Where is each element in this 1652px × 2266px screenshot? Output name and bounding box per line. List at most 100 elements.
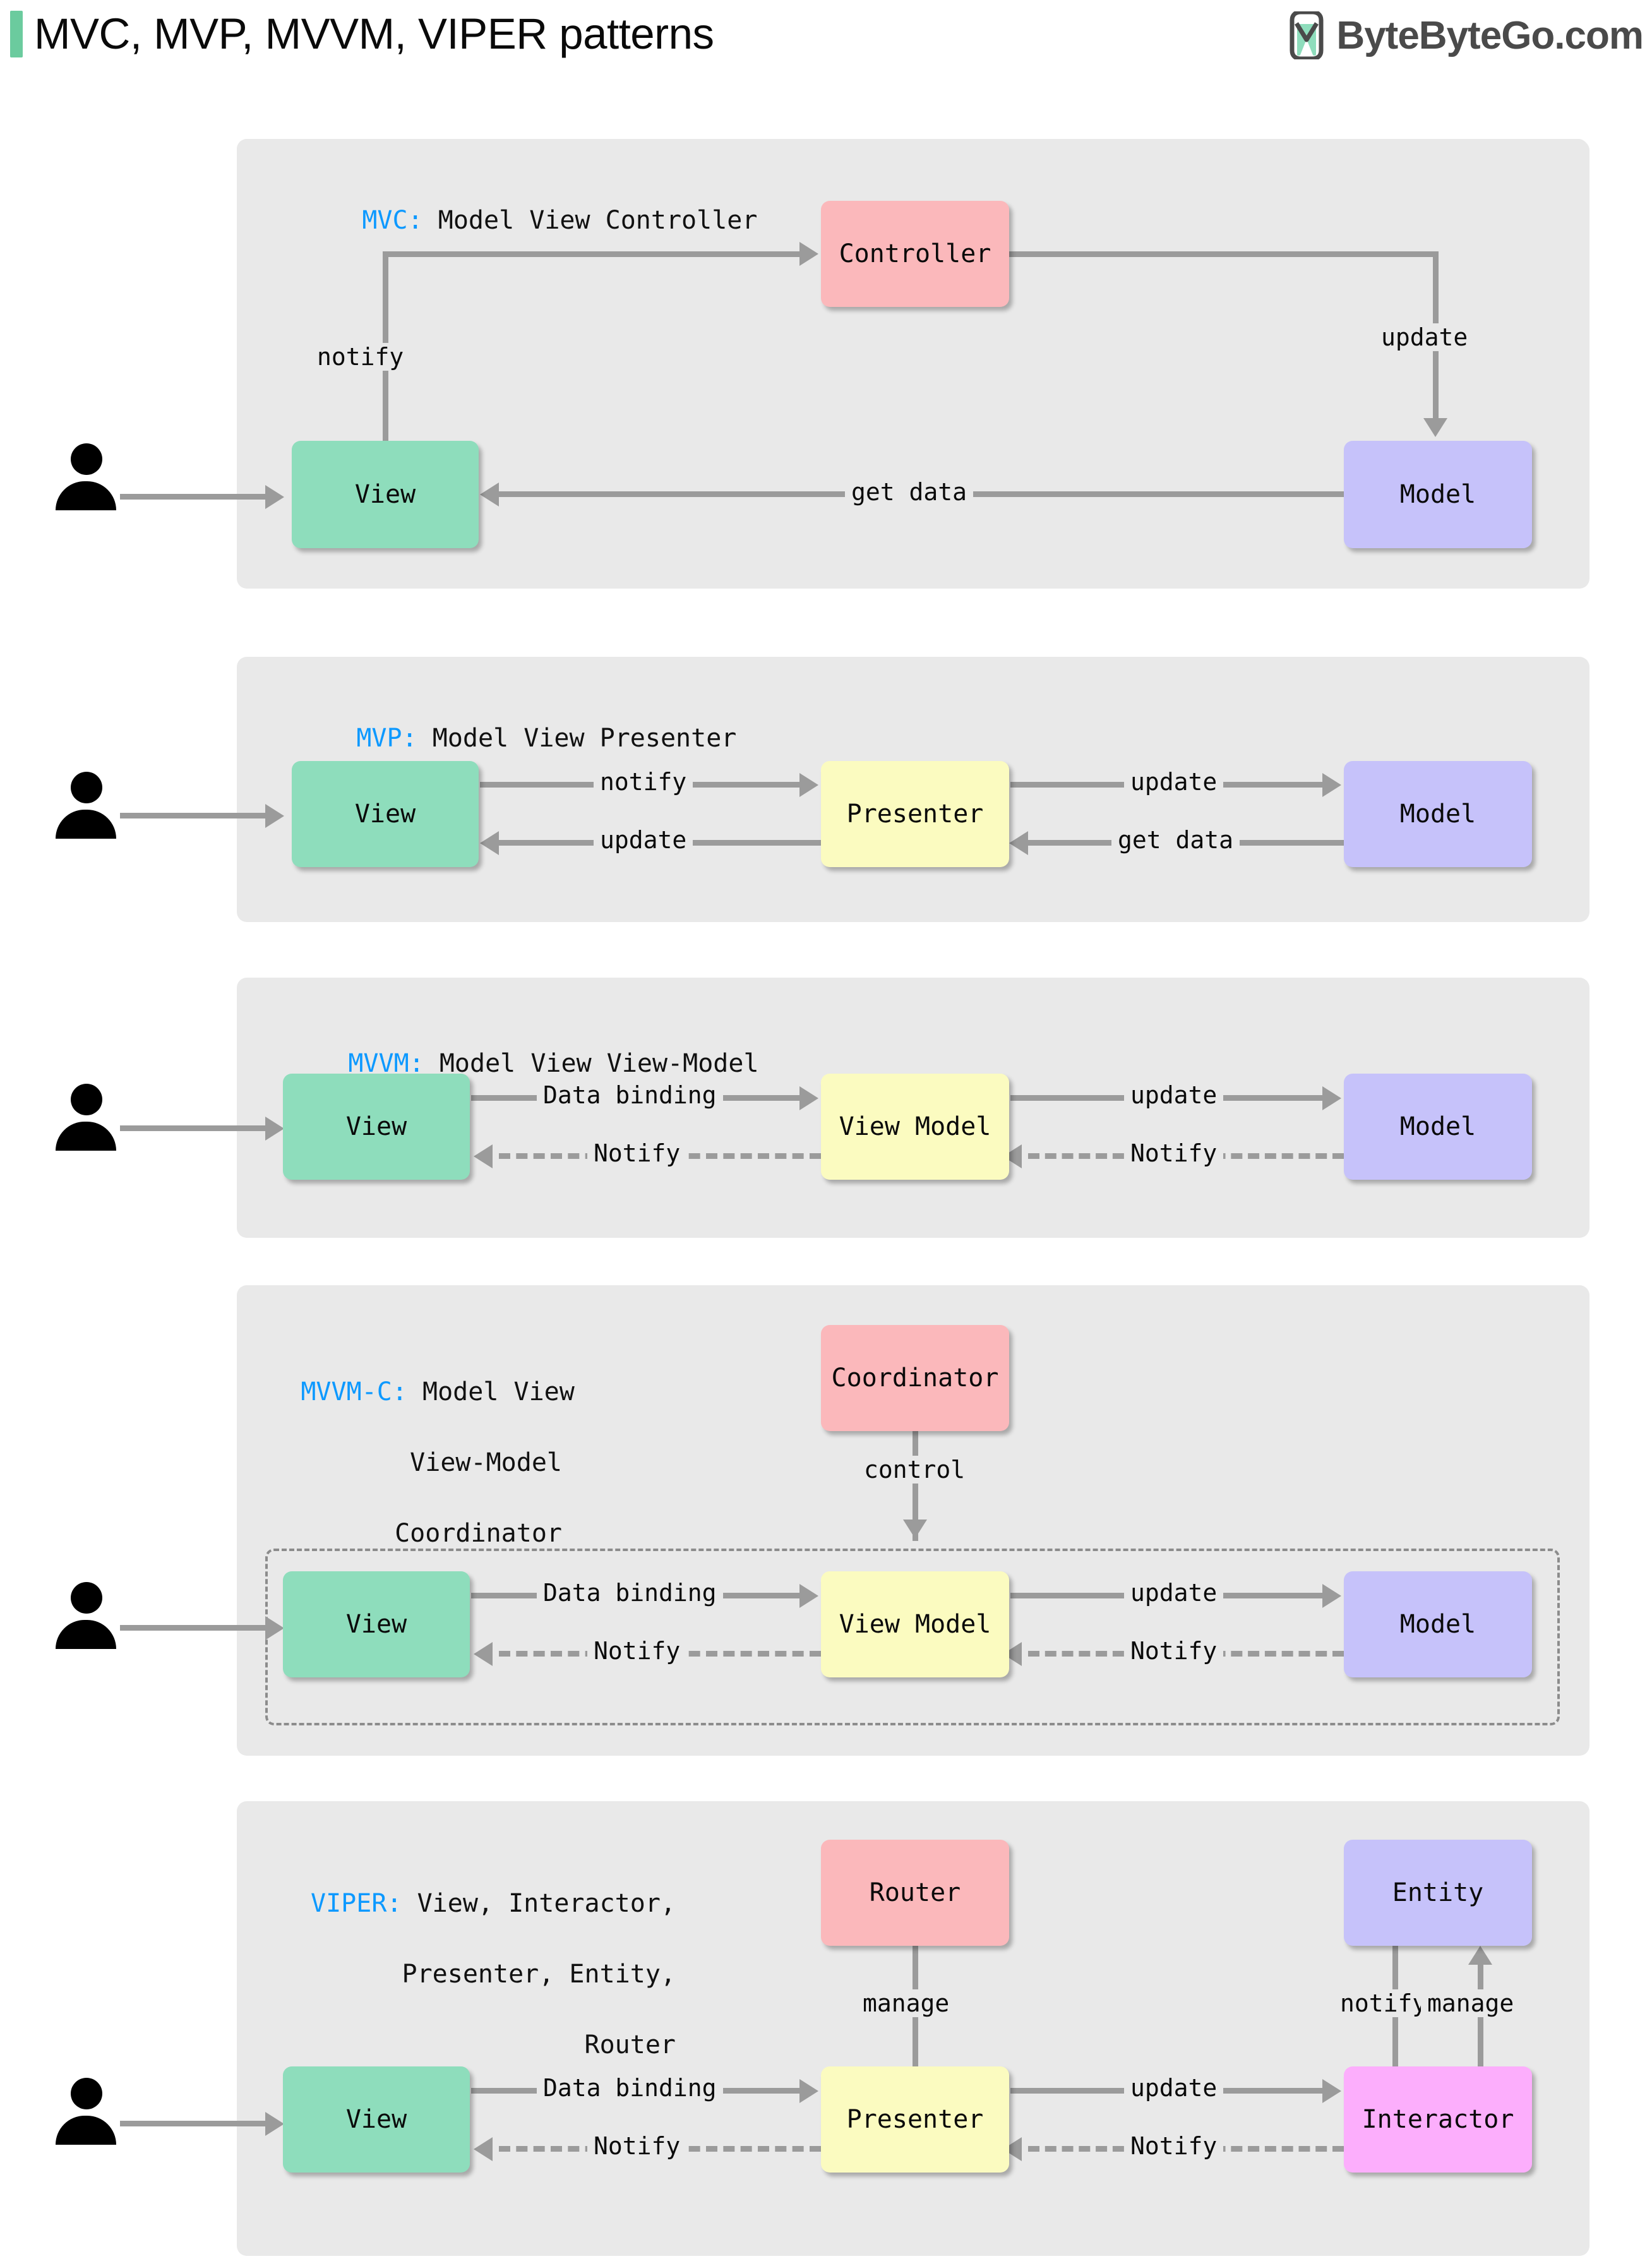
node-viewmodel-mvvmc[interactable]: View Model [821, 1571, 1009, 1677]
node-label: View Model [839, 1610, 991, 1639]
section-key-mvvmc: MVVM-C: [301, 1377, 407, 1406]
label-data-binding-viper: Data binding [537, 2074, 723, 2102]
node-label: View [345, 1610, 407, 1639]
arrowhead-user-to-view-viper [265, 2112, 284, 2136]
label-notify-entity-viper: notify [1334, 1989, 1434, 2017]
label-control-mvvmc: control [858, 1456, 972, 1484]
node-view-mvvm[interactable]: View [283, 1074, 470, 1180]
node-label: View [345, 1112, 407, 1141]
label-update-mvp: update [1124, 768, 1224, 796]
section-title-mvvm: MVVM: Model View View-Model [287, 1010, 759, 1117]
section-title-text-viper-l2: Presenter, Entity, [402, 1960, 676, 1989]
connector-user-to-view-viper [120, 2121, 265, 2126]
label-notify-mvc: notify [311, 343, 410, 371]
actor-user-mvvmc [56, 1582, 116, 1649]
actor-head-icon [71, 443, 102, 475]
arrowhead-getdata-mvc [480, 483, 499, 507]
brand-logo-text: ByteByteGo.com [1336, 13, 1644, 57]
node-model-mvvm[interactable]: Model [1344, 1074, 1532, 1180]
label-notify-left-mvvm: Notify [587, 1139, 687, 1167]
node-label: View [354, 800, 416, 829]
label-update-mvvmc: update [1124, 1579, 1224, 1607]
node-presenter-mvp[interactable]: Presenter [821, 761, 1009, 867]
arrowhead-to-controller-mvc [799, 242, 818, 266]
actor-head-icon [71, 1084, 102, 1115]
label-notify-right-mvvm: Notify [1124, 1139, 1224, 1167]
arrowhead-update-mvvmc [1322, 1584, 1341, 1608]
connector-control-mvvmc [913, 1427, 918, 1541]
node-view-mvvmc[interactable]: View [283, 1571, 470, 1677]
node-model-mvc[interactable]: Model [1344, 441, 1532, 548]
connector-user-to-view-mvp [120, 813, 265, 818]
arrowhead-manage-entity-viper [1468, 1946, 1492, 1965]
node-view-mvp[interactable]: View [292, 761, 479, 867]
node-label: Model [1399, 480, 1476, 509]
arrowhead-notify-left-mvvmc [474, 1642, 493, 1666]
node-label: View Model [839, 1112, 991, 1141]
arrowhead-databinding-mvvmc [799, 1584, 818, 1608]
node-label: Controller [839, 239, 991, 268]
arrowhead-databinding-viper [799, 2079, 818, 2103]
section-key-mvc: MVC: [362, 206, 423, 235]
label-get-data-mvp: get data [1111, 826, 1240, 854]
node-controller-mvc[interactable]: Controller [821, 201, 1009, 307]
node-label: Model [1399, 1610, 1476, 1639]
actor-body-icon [56, 481, 116, 510]
node-coordinator-mvvmc[interactable]: Coordinator [821, 1325, 1009, 1431]
arrowhead-update-back-mvp [480, 831, 499, 855]
connector-user-to-view-mvvmc [120, 1625, 265, 1631]
node-view-viper[interactable]: View [283, 2066, 470, 2173]
label-update-mvc: update [1375, 323, 1475, 351]
node-entity-viper[interactable]: Entity [1344, 1840, 1532, 1946]
arrowhead-to-model-mvc [1423, 418, 1447, 437]
node-view-mvc[interactable]: View [292, 441, 479, 548]
connector-to-controller-mvc [383, 251, 799, 257]
node-label: Router [869, 1878, 961, 1907]
node-router-viper[interactable]: Router [821, 1840, 1009, 1946]
actor-body-icon [56, 2116, 116, 2145]
section-title-mvc: MVC: Model View Controller [301, 167, 757, 273]
section-title-text-mvc: Model View Controller [422, 206, 758, 235]
brand-logo: ByteByteGo.com [1287, 11, 1644, 59]
arrowhead-user-to-view-mvvm [265, 1117, 284, 1141]
label-notify-mvp: notify [594, 768, 693, 796]
section-title-text-mvvmc-l2: View-Model [410, 1448, 562, 1477]
label-notify-left-viper: Notify [587, 2132, 687, 2160]
actor-head-icon [71, 1582, 102, 1614]
node-label: Presenter [846, 800, 984, 829]
node-label: Model [1399, 1112, 1476, 1141]
arrowhead-user-to-view-mvc [265, 485, 284, 509]
arrowhead-notify-left-viper [474, 2137, 493, 2161]
node-model-mvp[interactable]: Model [1344, 761, 1532, 867]
connector-user-to-view-mvvm [120, 1125, 265, 1131]
section-title-text-mvvm: Model View View-Model [424, 1049, 759, 1078]
actor-user-viper [56, 2078, 116, 2145]
node-model-mvvmc[interactable]: Model [1344, 1571, 1532, 1677]
section-title-text-viper-l1: View, Interactor, [402, 1889, 676, 1918]
connector-manage-entity-viper [1478, 1964, 1483, 2109]
node-presenter-viper[interactable]: Presenter [821, 2066, 1009, 2173]
label-manage-router-viper: manage [856, 1989, 956, 2017]
node-viewmodel-mvvm[interactable]: View Model [821, 1074, 1009, 1180]
actor-head-icon [71, 772, 102, 803]
node-interactor-viper[interactable]: Interactor [1344, 2066, 1532, 2173]
section-key-mvvm: MVVM: [348, 1049, 424, 1078]
node-label: Coordinator [831, 1364, 999, 1393]
actor-user-mvc [56, 443, 116, 510]
section-title-text-viper-l3: Router [584, 2030, 676, 2059]
arrowhead-notify-mvp [799, 773, 818, 797]
section-key-viper: VIPER: [311, 1889, 402, 1918]
arrowhead-databinding-mvvm [799, 1086, 818, 1110]
connector-corner-mvc-1 [383, 251, 388, 260]
label-update-mvvm: update [1124, 1081, 1224, 1109]
section-title-text-mvp: Model View Presenter [417, 724, 737, 753]
label-notify-right-viper: Notify [1124, 2132, 1224, 2160]
label-get-data-mvc: get data [845, 478, 974, 506]
arrowhead-notify-left-mvvm [474, 1144, 493, 1168]
node-label: Interactor [1362, 2105, 1514, 2134]
arrowhead-user-to-view-mvvmc [265, 1616, 284, 1640]
label-notify-left-mvvmc: Notify [587, 1637, 687, 1665]
page-header: MVC, MVP, MVVM, VIPER patterns ByteByteG… [0, 0, 1652, 68]
label-manage-entity-viper: manage [1421, 1989, 1521, 2017]
